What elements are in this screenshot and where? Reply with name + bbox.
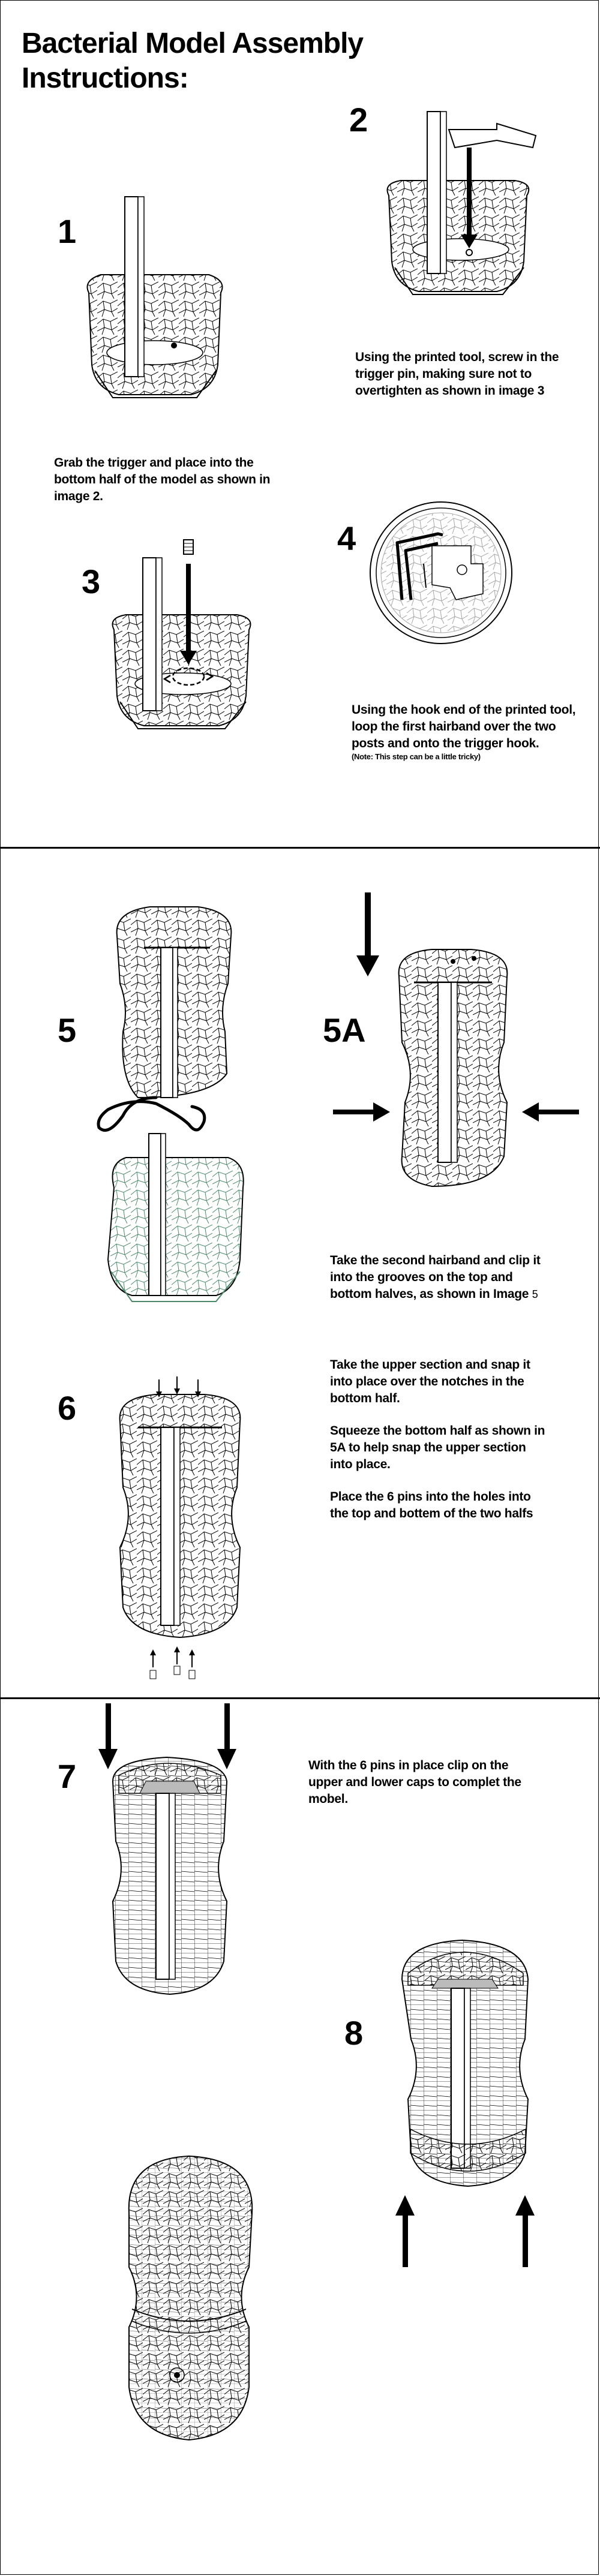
- page-title: Bacterial Model Assembly Instructions:: [22, 28, 364, 94]
- step-3-caption: Grab the trigger and place into the bott…: [54, 456, 271, 503]
- step-6-figure: [96, 1367, 264, 1685]
- step-5a-caption-ref: 5: [532, 1288, 538, 1300]
- step-5-number: 5: [58, 1011, 77, 1049]
- step-6-captions: Take the upper section and snap it into …: [330, 1357, 546, 1538]
- step-7-number: 7: [58, 1757, 77, 1795]
- step-2-caption: Using the printed tool, screw in the tri…: [355, 350, 559, 398]
- step-3-number: 3: [82, 563, 101, 600]
- step-5a-caption-text: Take the second hairband and clip it int…: [330, 1254, 541, 1301]
- step-8-number: 8: [344, 2014, 364, 2052]
- section-divider-1: [0, 847, 600, 849]
- step-5a-figure: [330, 892, 582, 1204]
- step-7-caption: With the 6 pins in place clip on the upp…: [308, 1759, 521, 1806]
- step-7-figure: [89, 1703, 257, 2015]
- step-4-number: 4: [337, 519, 356, 557]
- step-1-figure: [77, 191, 233, 419]
- step-1-number: 1: [58, 212, 77, 250]
- assembled-model-figure: [102, 2153, 276, 2447]
- step-2-figure: [377, 106, 545, 333]
- step-5-figure: [90, 900, 258, 1331]
- step-8-figure: [384, 1937, 552, 2267]
- step-5a-number: 5A: [323, 1011, 366, 1049]
- step-2-number: 2: [349, 101, 368, 139]
- step-5a-caption: Take the second hairband and clip it int…: [330, 1252, 546, 1303]
- step-6-number: 6: [58, 1389, 77, 1427]
- section-divider-2: [0, 1697, 600, 1699]
- step-4-caption-text: Using the hook end of the printed tool, …: [352, 703, 576, 750]
- step-3-figure: [102, 539, 264, 762]
- step-6-caption-3: Place the 6 pins into the holes into the…: [330, 1490, 533, 1520]
- step-6-caption-1: Take the upper section and snap it into …: [330, 1358, 530, 1405]
- step-4-caption: Using the hook end of the printed tool, …: [352, 702, 580, 762]
- step-4-note: (Note: This step can be a little tricky): [352, 752, 481, 761]
- step-4-figure: [366, 498, 516, 648]
- step-6-caption-2: Squeeze the bottom half as shown in 5A t…: [330, 1424, 545, 1471]
